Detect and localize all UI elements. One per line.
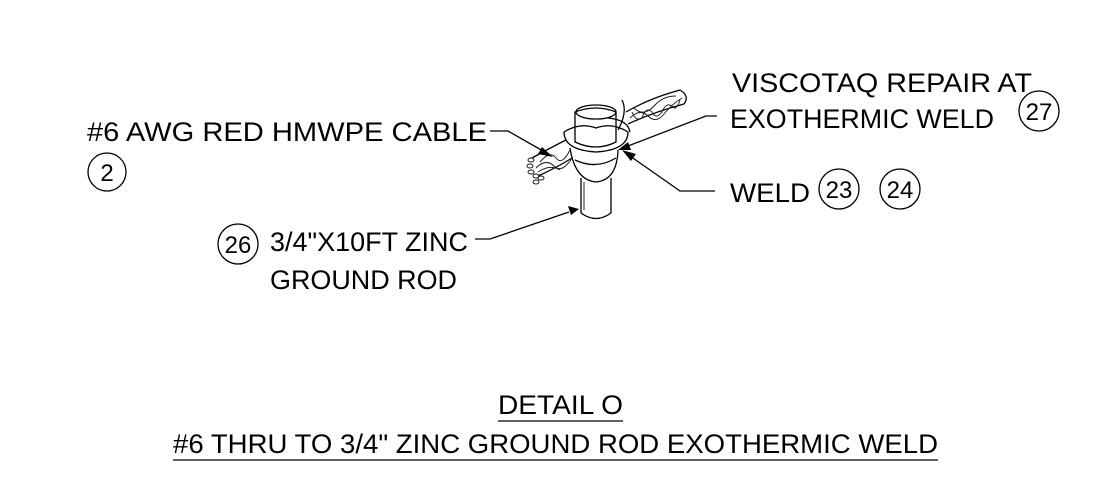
callout-number: 26 (225, 232, 252, 259)
callout-bubble-2: 2 (87, 152, 127, 192)
rod-label-line1: 3/4"X10FT ZINC (270, 227, 468, 257)
detail-title-block: DETAIL O #6 THRU TO 3/4" ZINC GROUND ROD… (173, 390, 938, 461)
weld-label: WELD (730, 178, 810, 208)
detail-title: DETAIL O (498, 390, 623, 420)
viscotaq-leader-line (627, 115, 717, 147)
weld-assembly-illustration (526, 89, 687, 220)
labels: #6 AWG RED HMWPE CABLE VISCOTAQ REPAIR A… (87, 68, 1032, 295)
cable-right-strands (625, 89, 687, 125)
rod-leader-line (475, 211, 570, 240)
rod-leader-arrowhead (568, 206, 579, 215)
callout-number: 27 (1026, 99, 1053, 126)
cable-left-strands (526, 139, 573, 185)
viscotaq-label-line1: VISCOTAQ REPAIR AT (732, 68, 1032, 98)
weld-collar-shape (569, 147, 619, 183)
cable-leader-arrowhead (538, 147, 553, 157)
callout-number: 24 (887, 177, 914, 204)
callout-bubble-24: 24 (879, 168, 921, 210)
callout-number: 2 (100, 160, 113, 187)
weld-leader-line (629, 155, 715, 192)
weld-leader-arrowhead (622, 150, 636, 161)
cable-leader-line (490, 130, 544, 152)
rod-label-line2: GROUND ROD (270, 265, 457, 295)
cable-label: #6 AWG RED HMWPE CABLE (87, 117, 487, 147)
callout-bubble-26: 26 (217, 223, 259, 265)
detail-subtitle: #6 THRU TO 3/4" ZINC GROUND ROD EXOTHERM… (173, 429, 938, 459)
weld-cap-shape (563, 99, 631, 153)
callout-bubble-23: 23 (818, 168, 860, 210)
callout-number: 23 (826, 177, 853, 204)
viscotaq-leader-arrowhead (618, 142, 631, 150)
leader-lines (475, 115, 717, 240)
callout-bubble-27: 27 (1018, 90, 1060, 132)
viscotaq-label-line2: EXOTHERMIC WELD (730, 104, 994, 134)
callout-bubbles: 2 27 23 24 26 (87, 90, 1060, 265)
ground-rod-shape (580, 178, 612, 220)
